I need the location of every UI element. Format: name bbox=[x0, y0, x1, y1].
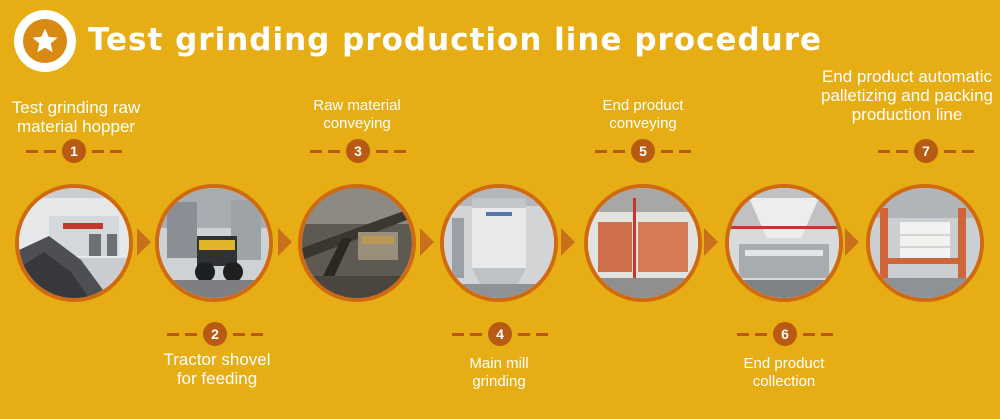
main-mill-photo bbox=[440, 184, 558, 302]
step-5-number: 5 bbox=[631, 139, 655, 163]
step-2-number: 2 bbox=[203, 322, 227, 346]
step-3-label: Raw material conveying bbox=[313, 97, 401, 132]
step-4-marker: 4 bbox=[450, 322, 550, 346]
step-7-label: End product automatic palletizing and pa… bbox=[820, 67, 993, 124]
header-badge bbox=[14, 10, 76, 72]
step-2-marker: 2 bbox=[165, 322, 265, 346]
step-7-marker: 7 bbox=[876, 139, 976, 163]
flow-arrow bbox=[845, 228, 859, 256]
step-7-number: 7 bbox=[914, 139, 938, 163]
step-2-label: Tractor shovel for feeding bbox=[163, 350, 271, 388]
flow-arrow bbox=[137, 228, 151, 256]
step-6-label: End product collection bbox=[743, 355, 825, 390]
step-4-label: Main mill grinding bbox=[469, 355, 529, 390]
conveyor-photo bbox=[298, 184, 416, 302]
raw-material-hopper-photo bbox=[15, 184, 133, 302]
palletizing-photo bbox=[866, 184, 984, 302]
flow-arrow bbox=[420, 228, 434, 256]
step-6-marker: 6 bbox=[735, 322, 835, 346]
flow-arrow bbox=[704, 228, 718, 256]
step-4-number: 4 bbox=[488, 322, 512, 346]
flow-arrow bbox=[278, 228, 292, 256]
step-5-marker: 5 bbox=[593, 139, 693, 163]
end-product-conveying-photo bbox=[584, 184, 702, 302]
step-5-label: End product conveying bbox=[602, 97, 684, 132]
step-1-label: Test grinding raw material hopper bbox=[11, 98, 141, 136]
flow-arrow bbox=[561, 228, 575, 256]
step-3-marker: 3 bbox=[308, 139, 408, 163]
star-icon bbox=[32, 28, 58, 53]
step-6-number: 6 bbox=[773, 322, 797, 346]
end-product-collection-photo bbox=[725, 184, 843, 302]
tractor-shovel-photo bbox=[155, 184, 273, 302]
step-1-number: 1 bbox=[62, 139, 86, 163]
step-3-number: 3 bbox=[346, 139, 370, 163]
page-title: Test grinding production line procedure bbox=[88, 22, 823, 58]
step-1-marker: 1 bbox=[24, 139, 124, 163]
